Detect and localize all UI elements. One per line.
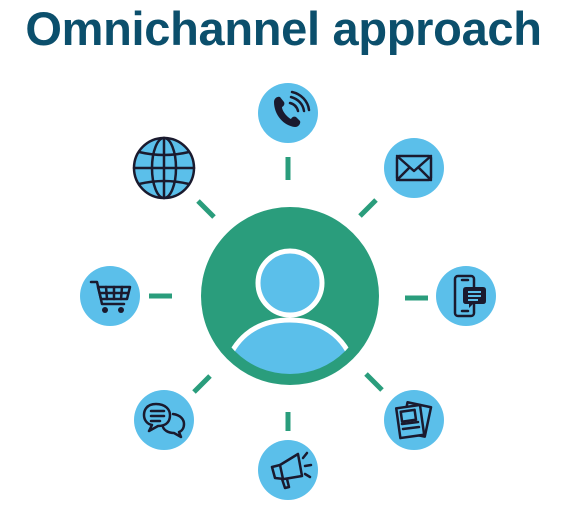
megaphone-icon <box>270 451 313 490</box>
channel-megaphone <box>258 440 318 500</box>
connector-brochure <box>364 372 384 392</box>
channel-shopping-cart <box>80 266 140 326</box>
shopping-cart-icon <box>89 280 132 313</box>
phone-icon <box>274 90 311 127</box>
connector-chat-bubbles <box>192 374 212 394</box>
mobile-chat-icon <box>453 274 486 318</box>
channel-globe <box>132 136 196 200</box>
channel-chat-bubbles <box>134 390 194 450</box>
hub <box>201 207 379 385</box>
chat-bubbles-icon <box>142 402 186 439</box>
email-icon <box>395 154 433 182</box>
globe-icon <box>132 136 196 200</box>
connector-globe <box>196 199 216 219</box>
channel-phone <box>258 83 318 143</box>
page-title: Omnichannel approach <box>25 2 542 55</box>
channel-email <box>384 138 444 198</box>
channel-mobile-chat <box>436 266 496 326</box>
connector-email <box>358 198 378 218</box>
brochure-icon <box>394 401 433 440</box>
channel-brochure <box>384 390 444 450</box>
connectors <box>149 157 428 431</box>
